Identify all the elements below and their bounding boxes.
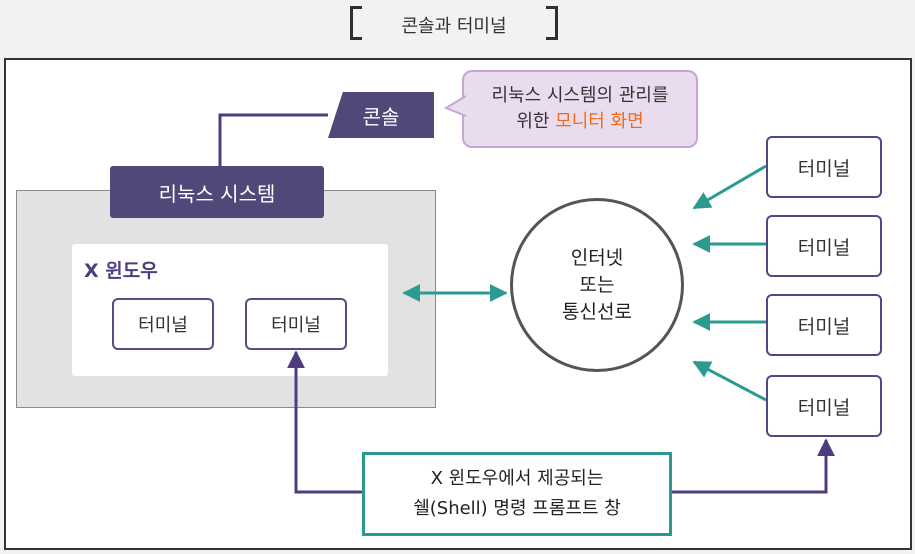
console-label: 콘솔 [328,92,434,138]
console-connector [218,113,328,166]
shell-prompt-box: X 윈도우에서 제공되는 쉘(Shell) 명령 프롬프트 창 [362,452,672,536]
linux-system-label: 리눅스 시스템 [110,166,324,218]
callout-line-2: 위한 모니터 화면 [464,109,696,135]
right-bracket [546,6,558,40]
remote-terminal-4: 터미널 [766,375,882,437]
x-window-terminal-2: 터미널 [245,298,347,350]
network-line-2: 또는 [579,273,615,296]
network-line-3: 통신선로 [562,300,632,323]
shell-line-2: 쉘(Shell) 명령 프롬프트 창 [413,498,621,519]
console-callout: 리눅스 시스템의 관리를 위한 모니터 화면 [444,70,698,148]
network-circle: 인터넷 또는 통신선로 [510,198,684,372]
callout-line-1: 리눅스 시스템의 관리를 [491,85,669,106]
callout-prefix: 위한 [516,111,556,132]
left-bracket [350,6,362,40]
x-window-label: X 윈도우 [84,260,158,282]
shell-to-remote-arrow [672,438,835,494]
x-window-terminal-1: 터미널 [112,298,214,350]
title-text: 콘솔과 터미널 [401,16,507,37]
diagram-title: 콘솔과 터미널 [350,6,558,44]
network-line-1: 인터넷 [570,246,624,269]
remote-terminal-3: 터미널 [766,294,882,356]
remote-arrow-1 [692,164,767,210]
callout-pointer [444,95,467,117]
shell-line-1: X 윈도우에서 제공되는 [430,468,604,489]
remote-terminal-1: 터미널 [766,136,882,198]
remote-arrow-4 [692,360,767,402]
callout-highlight: 모니터 화면 [555,111,644,132]
shell-to-terminal-arrow [287,350,362,494]
remote-terminal-2: 터미널 [766,215,882,277]
